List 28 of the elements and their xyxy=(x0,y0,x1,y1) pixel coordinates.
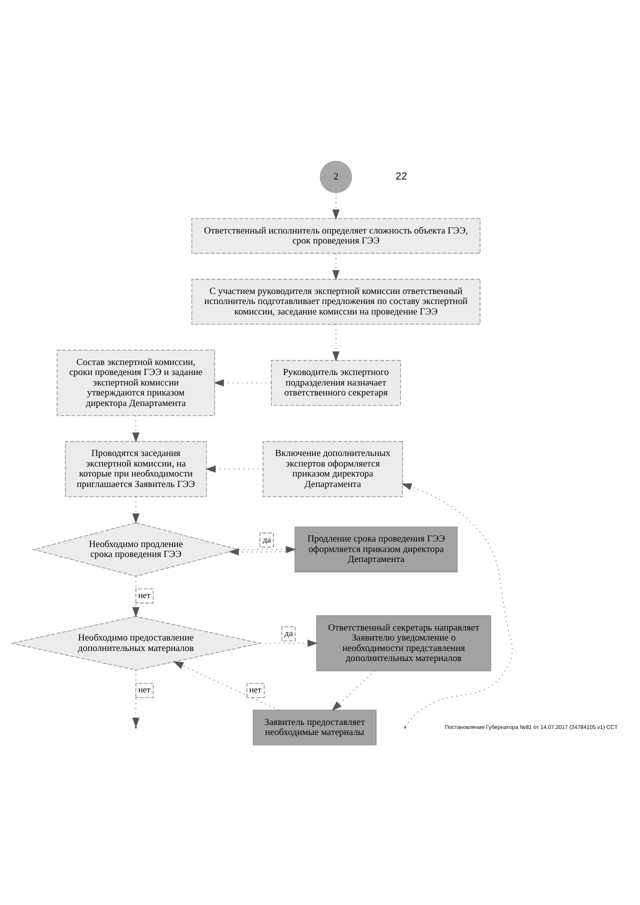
arrow xyxy=(228,548,296,555)
arrow xyxy=(205,465,264,472)
node-box: Заявитель предоставляет необходимые материалы xyxy=(252,709,377,745)
arrow xyxy=(260,639,318,646)
edge-label: нет xyxy=(138,684,150,694)
node-box: Руководитель экспертного подразделения назначает ответственного секретаря xyxy=(270,360,401,406)
arrow xyxy=(401,482,513,726)
edge-label: да xyxy=(284,627,293,638)
node-box: Продление срока проведения ГЭЭ оформляется приказом директора Департамента xyxy=(294,526,458,572)
arrow xyxy=(332,670,376,710)
node-box: Ответственный секретарь направляет Заявителю уведомление о необходимости представления дополнительных материалов xyxy=(316,614,492,671)
node-box: Включение дополнительных экспертов оформляется приказом директора Департамента xyxy=(262,440,403,497)
arrow xyxy=(132,414,140,442)
label: 22 xyxy=(396,171,408,182)
arrow xyxy=(332,323,340,362)
arrow xyxy=(214,378,272,386)
arrow xyxy=(332,192,340,220)
arrow xyxy=(173,660,280,710)
edge-label: нет xyxy=(138,590,150,600)
arrow xyxy=(132,496,140,524)
edge-label: нет xyxy=(249,684,262,694)
node-box: Состав экспертной комиссии, сроки проведения ГЭЭ и задание экспертной комиссии утверждаются приказом директора Департамента xyxy=(56,349,216,416)
arrow xyxy=(332,252,340,280)
edge-label: да xyxy=(262,534,271,544)
node-box: С участием руководителя экспертной комиссии ответственный исполнитель подготавливает предложения по составу экспертной комиссии, заседание комиссии на проведение ГЭЭ xyxy=(191,278,480,324)
node-box: Ответственный исполнитель определяет сложность объекта ГЭЭ, срок проведения ГЭЭ xyxy=(191,218,480,254)
node-circle: 2 xyxy=(320,160,352,193)
node-box: Проводятся заседания экспертной комиссии, на которые при необходимости приглашается Заявитель ГЭЭ xyxy=(64,440,207,497)
